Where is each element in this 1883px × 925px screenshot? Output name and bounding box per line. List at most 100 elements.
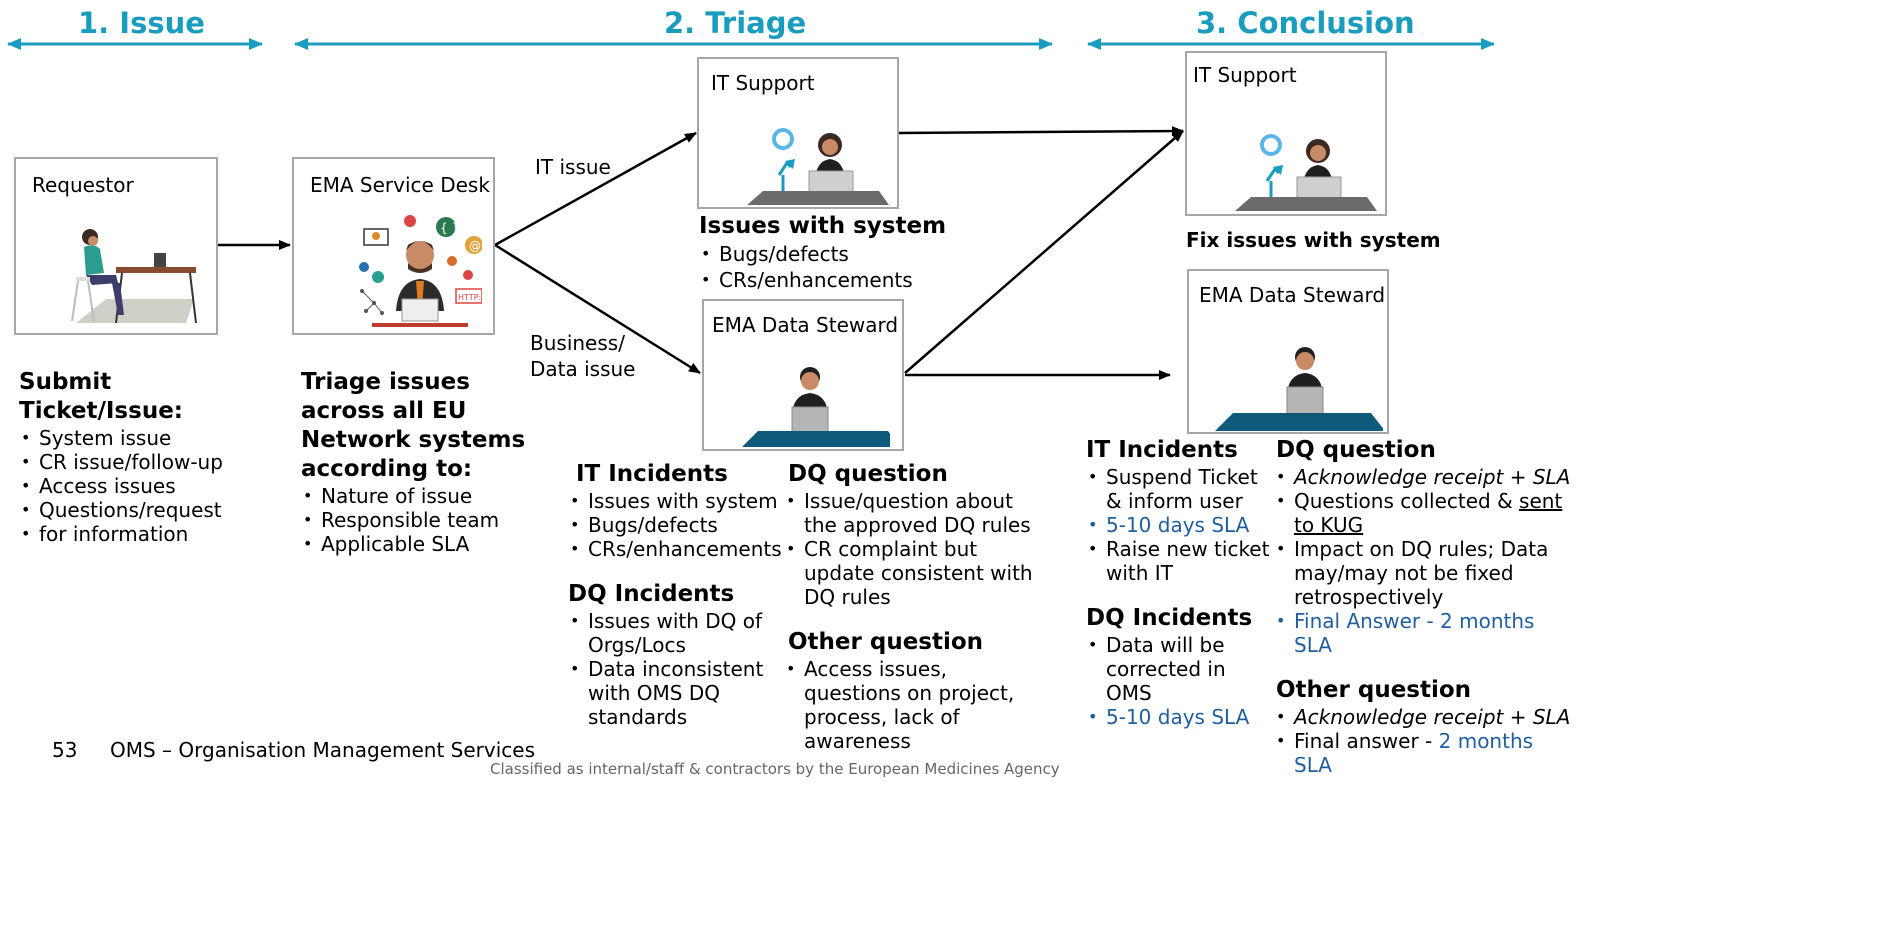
list-item-text: Impact on DQ rules; Data (1294, 537, 1549, 561)
data-steward-conclusion-box-title: EMA Data Steward (1199, 283, 1386, 307)
phase-triage-title: 2. Triage (664, 6, 807, 40)
triage-it-incidents-title: IT Incidents (576, 461, 728, 487)
triage-other-question-title: Other question (788, 629, 984, 655)
conclusion-it-incidents-title: IT Incidents (1086, 437, 1238, 463)
list-item-text: Data inconsistent (588, 657, 764, 681)
it-support-triage-text: Issues with system Bugs/defects CRs/enha… (699, 212, 946, 293)
service-desk-box: EMA Service Desk { } @ HTTP:// (292, 157, 495, 335)
list-item-text: DQ rules (804, 585, 891, 609)
list-item-text: with OMS DQ (588, 681, 720, 705)
it-support-agent-illustration (747, 128, 889, 205)
triage-it-incidents: IT Incidents Issues with system Bugs/def… (568, 460, 782, 561)
list-item-text: Suspend Ticket (1106, 465, 1258, 489)
conclusion-it-incidents: IT Incidents Suspend Ticket& inform user… (1086, 436, 1269, 585)
it-issue-label: IT issue (535, 155, 611, 179)
list-item-text: the approved DQ rules (804, 513, 1031, 537)
list-item-text: SLA (1294, 633, 1332, 657)
list-item: Questions/request (19, 498, 223, 522)
it-support-conclusion-box: IT Support (1185, 51, 1387, 216)
conclusion-dq-question-title: DQ question (1276, 437, 1436, 463)
conclusion-other-question: Other question Acknowledge receipt + SLA… (1274, 676, 1570, 777)
list-item: Applicable SLA (301, 532, 525, 556)
list-item: Issues with system (568, 489, 782, 513)
page-number: 53 (52, 738, 78, 762)
list-item-text: with IT (1106, 561, 1173, 585)
footer-title: OMS – Organisation Management Services (110, 738, 535, 762)
list-item: Acknowledge receipt + SLA (1274, 465, 1570, 489)
requestor-title-line1: Submit (19, 369, 112, 395)
list-item: CRs/enhancements (699, 267, 946, 293)
list-item: Responsible team (301, 508, 525, 532)
list-item: Access issues (19, 474, 223, 498)
it-support-conclusion-title: Fix issues with system (1186, 228, 1441, 252)
list-item-continued: for information (19, 522, 223, 546)
svg-text:HTTP://: HTTP:// (458, 293, 482, 302)
list-item-text: awareness (804, 729, 911, 753)
triage-dq-incidents: DQ Incidents Issues with DQ ofOrgs/Locs … (568, 580, 763, 729)
service-desk-illustration: { } @ HTTP:// (359, 215, 482, 327)
conclusion-other-question-title: Other question (1276, 677, 1472, 703)
list-item-text: corrected in (1106, 657, 1226, 681)
list-item-text: Questions collected & (1294, 489, 1520, 513)
list-item-text: Orgs/Locs (588, 633, 686, 657)
service-desk-title-line: Triage issues (301, 369, 470, 395)
it-support-triage-box: IT Support (697, 57, 899, 209)
arrow-desk-to-it (494, 131, 697, 247)
list-item-text: questions on project, (804, 681, 1015, 705)
business-data-issue-label: Business/ Data issue (530, 330, 636, 382)
data-steward-agent-illustration-2 (1215, 347, 1383, 431)
list-item-sla: 5-10 days SLA (1086, 513, 1269, 537)
triage-dq-question-title: DQ question (788, 461, 948, 487)
list-item-text: & inform user (1106, 489, 1243, 513)
list-item: Suspend Ticket& inform user (1086, 465, 1269, 513)
it-support-triage-box-title: IT Support (711, 71, 815, 95)
requestor-title-line2: Ticket/Issue: (19, 398, 183, 424)
list-item-text: retrospectively (1294, 585, 1444, 609)
list-item-text: CR complaint but (804, 537, 978, 561)
requestor-box: Requestor (14, 157, 218, 335)
it-support-triage-title: Issues with system (699, 213, 947, 239)
business-label-line1: Business/ (530, 331, 625, 355)
requestor-text: Submit Ticket/Issue: System issue CR iss… (19, 368, 223, 546)
requestor-box-title: Requestor (32, 173, 134, 197)
list-item: Bugs/defects (568, 513, 782, 537)
data-steward-agent-illustration (742, 367, 890, 447)
service-desk-box-title: EMA Service Desk (310, 173, 490, 197)
list-item-text: Final answer - (1294, 729, 1439, 753)
list-item-text: may/may not be fixed (1294, 561, 1514, 585)
arrow-desk-to-steward (494, 243, 701, 375)
it-support-conclusion-box-title: IT Support (1193, 63, 1297, 87)
to-kug-link: to KUG (1294, 513, 1364, 537)
business-label-line2: Data issue (530, 357, 636, 381)
list-item-text: update consistent with (804, 561, 1033, 585)
list-item-text: Issues with DQ of (588, 609, 763, 633)
list-item: Bugs/defects (699, 241, 946, 267)
data-steward-triage-box-title: EMA Data Steward (712, 313, 899, 337)
data-steward-triage-box: EMA Data Steward (702, 299, 904, 451)
classification-note: Classified as internal/staff & contracto… (490, 760, 1060, 778)
list-item: Nature of issue (301, 484, 525, 508)
requestor-illustration (71, 229, 197, 324)
list-item-text: process, lack of (804, 705, 960, 729)
list-item-continued-text: for information (39, 522, 189, 546)
list-item-text: Data will be (1106, 633, 1225, 657)
list-item: Acknowledge receipt + SLA (1274, 705, 1570, 729)
list-item-text: Final Answer - 2 months (1294, 609, 1535, 633)
svg-text:@: @ (469, 239, 481, 253)
data-steward-conclusion-box: EMA Data Steward (1187, 269, 1389, 434)
conclusion-dq-question: DQ question Acknowledge receipt + SLA Qu… (1274, 436, 1570, 657)
list-item-text: Issue/question about (804, 489, 1013, 513)
phase-conclusion-title: 3. Conclusion (1196, 6, 1415, 40)
list-item-text: OMS (1106, 681, 1152, 705)
